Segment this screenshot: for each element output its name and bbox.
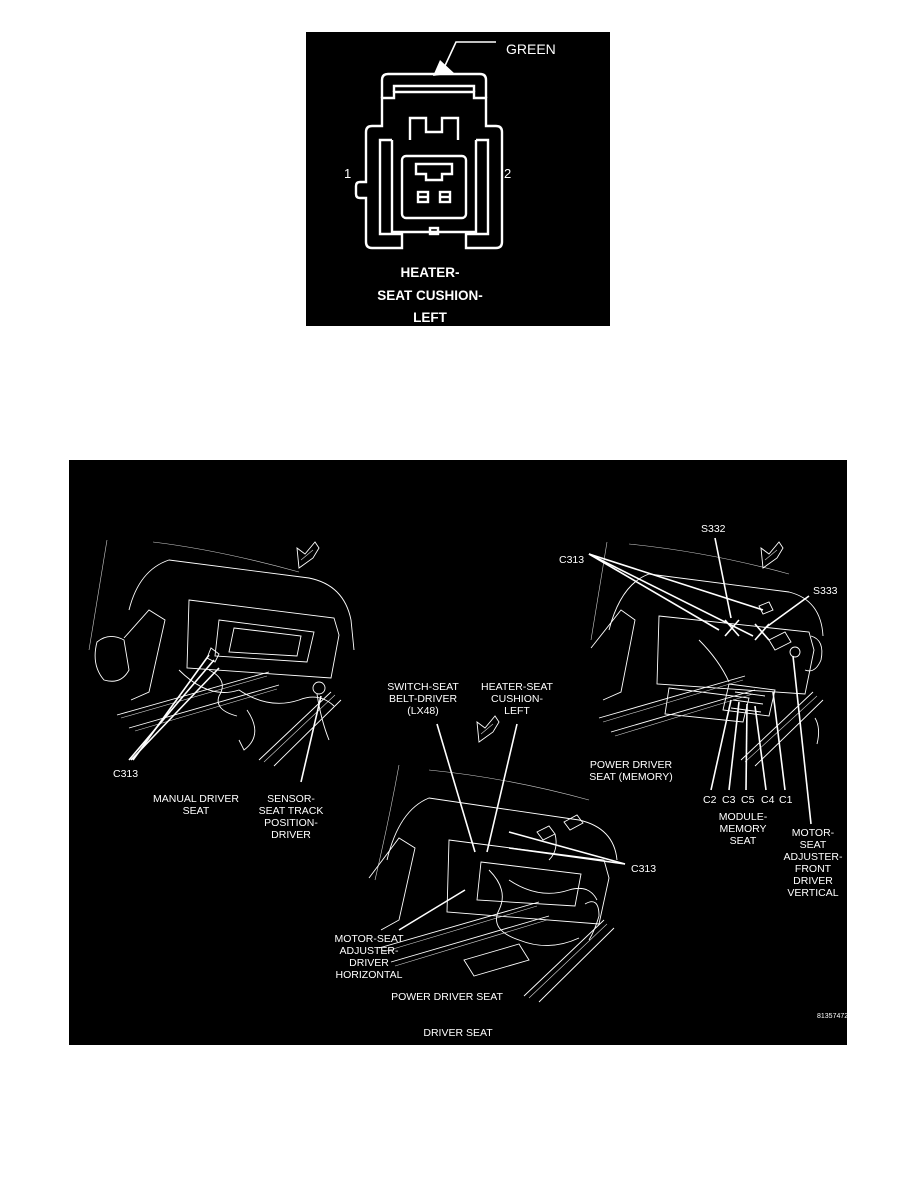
c3-label: C3 <box>722 794 736 806</box>
c313-center-leader-2 <box>508 847 626 865</box>
c313-left-leader-3 <box>132 654 210 761</box>
motor-horizontal-label-line4: HORIZONTAL <box>336 969 403 981</box>
connector-view-panel: GREEN 1 2 HEATER- SEAT CUSHION- LEFT <box>306 32 610 326</box>
sensor-leader <box>300 695 322 783</box>
memory-seat-label-line1: POWER DRIVER <box>590 759 673 771</box>
switch-label-line3: (LX48) <box>407 705 439 717</box>
connector-title-line2: SEAT CUSHION- <box>377 288 483 303</box>
manual-seat-label-line1: MANUAL DRIVER <box>153 793 239 805</box>
diagram-caption: DRIVER SEAT <box>423 1027 493 1039</box>
heater-label-line2: CUSHION- <box>491 693 543 705</box>
s332-leader <box>714 537 732 619</box>
motor-horizontal-leader <box>398 889 466 931</box>
c4-leader <box>754 705 767 791</box>
motor-vertical-leader <box>792 655 812 825</box>
c313-left-label: C313 <box>113 768 138 780</box>
memory-seat-illustration <box>590 541 824 767</box>
c313-left-leader-2 <box>130 667 220 761</box>
c313-center-leader-1 <box>508 831 626 865</box>
connector-diagram: GREEN 1 2 HEATER- SEAT CUSHION- LEFT <box>344 41 556 325</box>
seat-wiring-diagram: C313 MANUAL DRIVER SEAT SENSOR- SEAT TRA… <box>88 523 847 1039</box>
motor-vertical-label-line2: SEAT <box>800 839 827 851</box>
c5-leader <box>745 703 748 791</box>
connector-title-line3: LEFT <box>413 310 447 325</box>
manual-driver-seat-illustration <box>88 539 355 767</box>
motor-horizontal-label-line3: DRIVER <box>349 957 389 969</box>
motor-vertical-label-line5: DRIVER <box>793 875 833 887</box>
c313-right-leader-3 <box>588 553 764 611</box>
switch-leader <box>436 723 476 853</box>
heater-label-line1: HEATER-SEAT <box>481 681 554 693</box>
c313-left-leader-1 <box>128 659 215 761</box>
sensor-label-line3: POSITION- <box>264 817 318 829</box>
s332-label: S332 <box>701 523 726 535</box>
motor-vertical-label-line4: FRONT <box>795 863 832 875</box>
switch-label-line2: BELT-DRIVER <box>389 693 457 705</box>
s333-label: S333 <box>813 585 838 597</box>
c1-label: C1 <box>779 794 793 806</box>
connector-housing <box>354 72 504 250</box>
motor-horizontal-label-line1: MOTOR-SEAT <box>334 933 404 945</box>
module-label-line1: MODULE- <box>719 811 768 823</box>
motor-vertical-label-line3: ADJUSTER- <box>784 851 843 863</box>
heater-label-line3: LEFT <box>504 705 530 717</box>
c5-label: C5 <box>741 794 755 806</box>
figure-id: 81357472 <box>817 1013 847 1020</box>
c1-leader <box>772 691 786 791</box>
c313-center-label: C313 <box>631 863 656 875</box>
c313-right-leader-1 <box>588 553 720 631</box>
pin-2-label: 2 <box>504 166 511 181</box>
module-label-line3: SEAT <box>730 835 757 847</box>
power-driver-seat-illustration <box>368 715 618 1003</box>
pin-1-label: 1 <box>344 166 351 181</box>
c2-leader <box>710 699 732 791</box>
s333-leader <box>764 595 810 629</box>
manual-seat-label-line2: SEAT <box>183 805 210 817</box>
module-label-line2: MEMORY <box>719 823 766 835</box>
memory-seat-label-line2: SEAT (MEMORY) <box>589 771 672 783</box>
seat-wiring-panel: C313 MANUAL DRIVER SEAT SENSOR- SEAT TRA… <box>69 460 847 1045</box>
motor-horizontal-label-line2: ADJUSTER- <box>340 945 399 957</box>
connector-title-line1: HEATER- <box>401 265 460 280</box>
heater-leader <box>486 723 518 853</box>
motor-vertical-label-line6: VERTICAL <box>787 887 838 899</box>
sensor-label-line2: SEAT TRACK <box>259 805 324 817</box>
c4-label: C4 <box>761 794 775 806</box>
sensor-label-line4: DRIVER <box>271 829 311 841</box>
power-seat-label: POWER DRIVER SEAT <box>391 991 503 1003</box>
connector-color-label: GREEN <box>506 41 556 57</box>
motor-vertical-label-line1: MOTOR- <box>792 827 835 839</box>
c313-right-label: C313 <box>559 554 584 566</box>
sensor-label-line1: SENSOR- <box>267 793 315 805</box>
green-arrowhead <box>433 60 454 76</box>
switch-label-line1: SWITCH-SEAT <box>387 681 459 693</box>
c313-right-leader-2 <box>588 553 754 637</box>
green-leader-line <box>442 41 496 71</box>
c2-label: C2 <box>703 794 717 806</box>
c3-leader <box>728 701 740 791</box>
